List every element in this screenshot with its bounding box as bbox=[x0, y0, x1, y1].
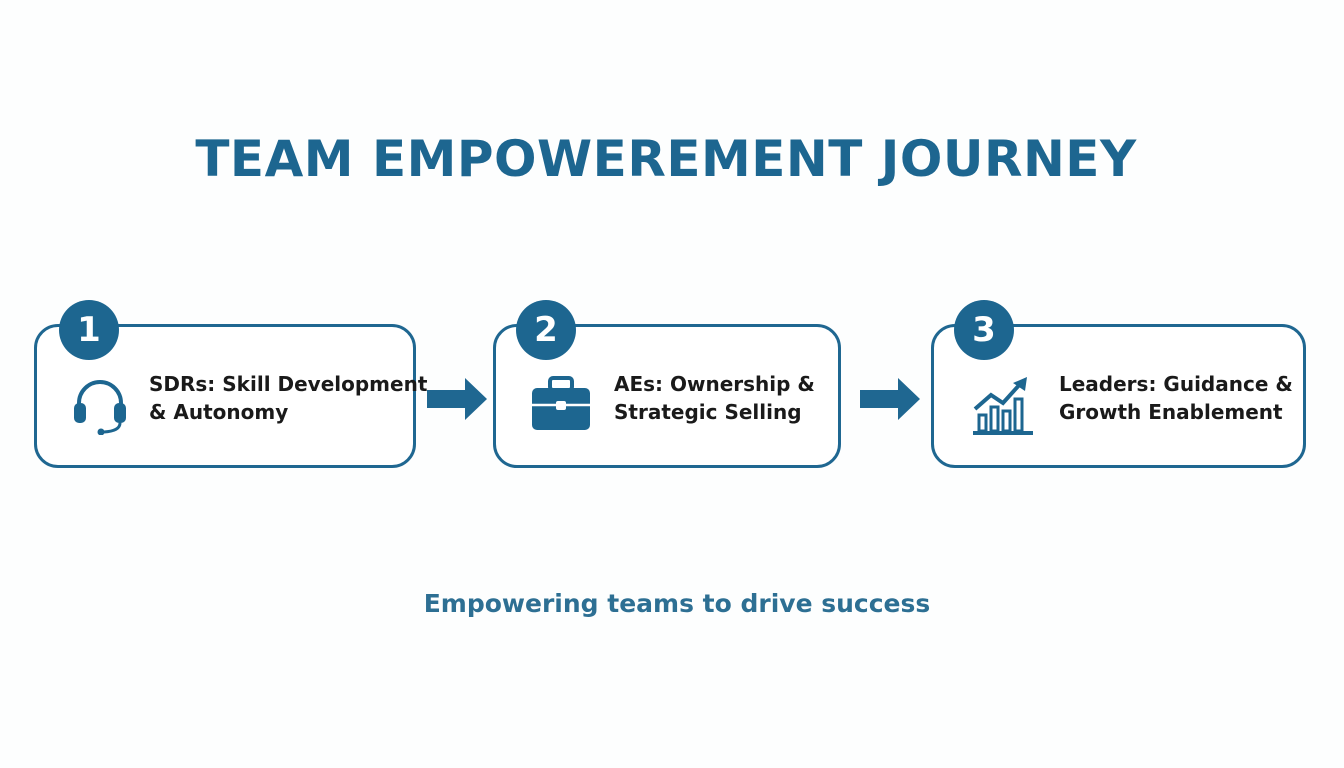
step-label-line-2: Growth Enablement bbox=[1059, 400, 1283, 424]
page-title: TEAM EMPOWEREMENT JOURNEY bbox=[195, 130, 1137, 188]
growth-chart-icon bbox=[971, 375, 1035, 442]
flow-arrow-icon bbox=[860, 378, 922, 425]
headset-icon bbox=[71, 377, 129, 440]
step-label: SDRs: Skill Development & Autonomy bbox=[149, 370, 428, 426]
step-number-badge: 1 bbox=[59, 300, 119, 360]
step-label: Leaders: Guidance & Growth Enablement bbox=[1059, 370, 1299, 426]
step-label: AEs: Ownership & Strategic Selling bbox=[614, 370, 834, 426]
step-number-badge: 3 bbox=[954, 300, 1014, 360]
step-label-line-2: & Autonomy bbox=[149, 400, 289, 424]
step-label-line-1: Leaders: Guidance & bbox=[1059, 372, 1293, 396]
step-card-3: 3 Leaders: Guidance & Growth Enablement bbox=[931, 300, 1306, 468]
flow-arrow-icon bbox=[427, 378, 489, 425]
step-label-line-1: AEs: Ownership & bbox=[614, 372, 815, 396]
tagline: Empowering teams to drive success bbox=[423, 589, 931, 618]
step-label-line-2: Strategic Selling bbox=[614, 400, 802, 424]
briefcase-icon bbox=[530, 375, 592, 438]
step-number-badge: 2 bbox=[516, 300, 576, 360]
step-card-2: 2 AEs: Ownership & Strategic Selling bbox=[493, 300, 841, 468]
step-card-1: 1 SDRs: Skill Development & Autonomy bbox=[34, 300, 428, 468]
step-label-line-1: SDRs: Skill Development bbox=[149, 372, 428, 396]
